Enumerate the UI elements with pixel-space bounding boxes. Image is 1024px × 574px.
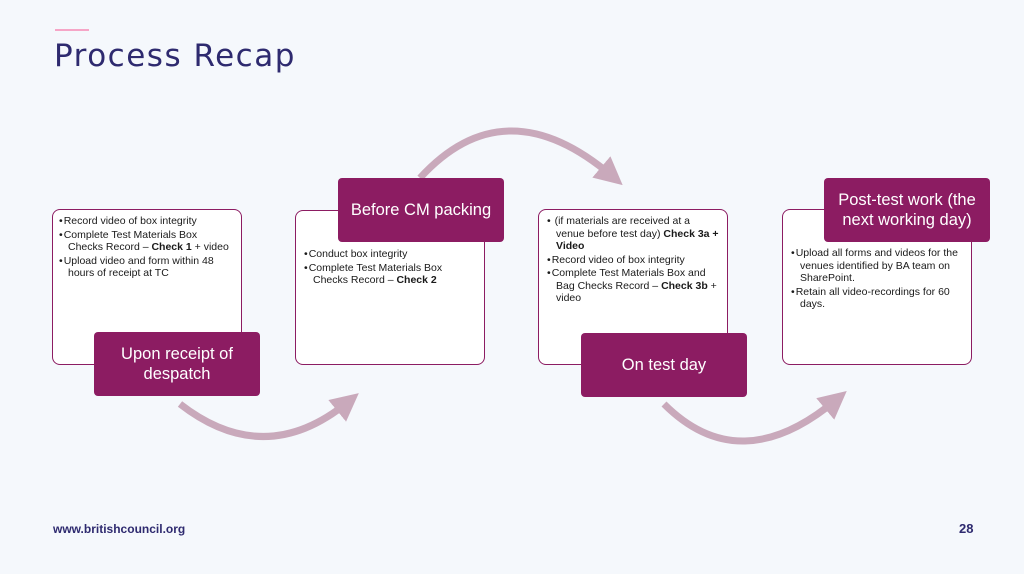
bullet-emphasis: Check 3a + Video [556, 227, 719, 253]
page-number: 28 [959, 521, 974, 536]
bullet-text: Complete Test Materials Box and Bag Chec… [551, 267, 706, 292]
bullet-text: Retain all video-recordings for 60 days. [795, 285, 950, 311]
step-2-label: Before CM packing [338, 178, 504, 242]
arrow-step1-to-step2 [177, 393, 359, 440]
step-3-bullet: (if materials are received at a venue be… [547, 215, 719, 253]
bullet-text: + video [556, 279, 717, 305]
step-1-label: Upon receipt of despatch [94, 332, 260, 396]
step-2-bullet: Complete Test Materials Box Checks Recor… [304, 262, 476, 287]
step-3-bullet: Record video of box integrity [547, 254, 719, 267]
arrow-step2-to-step3 [417, 127, 623, 186]
step-1-bullet: Complete Test Materials Box Checks Recor… [59, 229, 235, 254]
step-3-bullet: Complete Test Materials Box and Bag Chec… [547, 267, 719, 305]
bullet-text: (if materials are received at a venue be… [551, 215, 690, 240]
step-4-bullet-list: Upload all forms and videos for the venu… [791, 247, 963, 311]
step-2-bullet: Conduct box integrity [304, 248, 476, 261]
footer-url[interactable]: www.britishcouncil.org [53, 522, 186, 536]
bullet-emphasis: Check 3b [661, 279, 708, 292]
title-accent-bar [55, 29, 89, 31]
step-2-bullet-list: Conduct box integrityComplete Test Mater… [304, 248, 476, 287]
step-4-bullet: Upload all forms and videos for the venu… [791, 247, 963, 285]
step-3-label: On test day [581, 333, 747, 397]
bullet-emphasis: Check 1 [151, 241, 192, 253]
bullet-text: + video [191, 241, 229, 253]
step-1-bullet: Upload video and form within 48 hours of… [59, 255, 235, 280]
bullet-text: Complete Test Materials Box Checks Recor… [308, 261, 443, 287]
bullet-text: Record video of box integrity [551, 253, 685, 266]
step-4-bullet: Retain all video-recordings for 60 days. [791, 286, 963, 311]
step-1-bullet: Record video of box integrity [59, 215, 235, 228]
arrow-step3-to-step4 [661, 391, 847, 445]
bullet-text: Record video of box integrity [63, 215, 197, 227]
step-4-label: Post-test work (the next working day) [824, 178, 990, 242]
step-3-bullet-list: (if materials are received at a venue be… [547, 215, 719, 305]
bullet-text: Conduct box integrity [308, 248, 408, 260]
slide-title: Process Recap [54, 38, 296, 74]
step-3-details-box: (if materials are received at a venue be… [538, 209, 728, 365]
bullet-text: Complete Test Materials Box Checks Recor… [63, 228, 198, 254]
bullet-text: Upload all forms and videos for the venu… [795, 247, 958, 284]
bullet-text: Upload video and form within 48 hours of… [63, 254, 214, 280]
step-1-bullet-list: Record video of box integrityComplete Te… [59, 215, 235, 280]
bullet-emphasis: Check 2 [396, 274, 437, 286]
